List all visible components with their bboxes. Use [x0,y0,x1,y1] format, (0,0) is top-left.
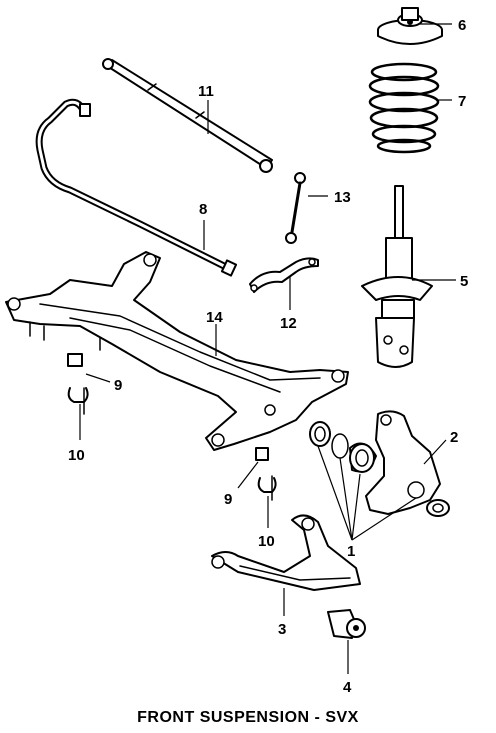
leader-lines [79,23,456,674]
callout-8: 8 [199,201,207,218]
crossmember [5,251,349,451]
callout-14: 14 [206,309,223,326]
callout-1: 1 [347,543,355,560]
stabilizer-bar [35,98,238,277]
callout-6: 6 [458,17,466,34]
coil-spring [368,62,440,154]
callout-7: 7 [458,93,466,110]
callout-4: 4 [343,679,352,696]
strut-assembly [361,185,433,368]
bushing-left [67,353,89,415]
diagram-caption: FRONT SUSPENSION - SVX [137,709,359,726]
bushing-right [255,447,277,501]
callout-11: 11 [198,83,214,100]
stabilizer-link [285,172,306,244]
lower-control-arm [211,514,361,591]
callout-12: 12 [280,315,297,332]
callout-9-right: 9 [224,491,232,508]
callout-10-right: 10 [258,533,275,550]
stabilizer-bracket [249,257,319,293]
ball-joint [327,609,366,639]
hub-bearing [309,421,377,473]
callout-5: 5 [460,273,468,290]
callout-13: 13 [334,189,351,206]
callouts: 1 2 3 4 5 6 7 8 9 10 11 12 13 14 9 10 [68,17,468,696]
callout-3: 3 [278,621,286,638]
strut-mount [377,7,443,45]
stabilizer-bar-upper [102,58,273,173]
callout-2: 2 [450,429,458,446]
steering-knuckle [365,410,450,517]
callout-9: 9 [114,377,122,394]
callout-10: 10 [68,447,85,464]
